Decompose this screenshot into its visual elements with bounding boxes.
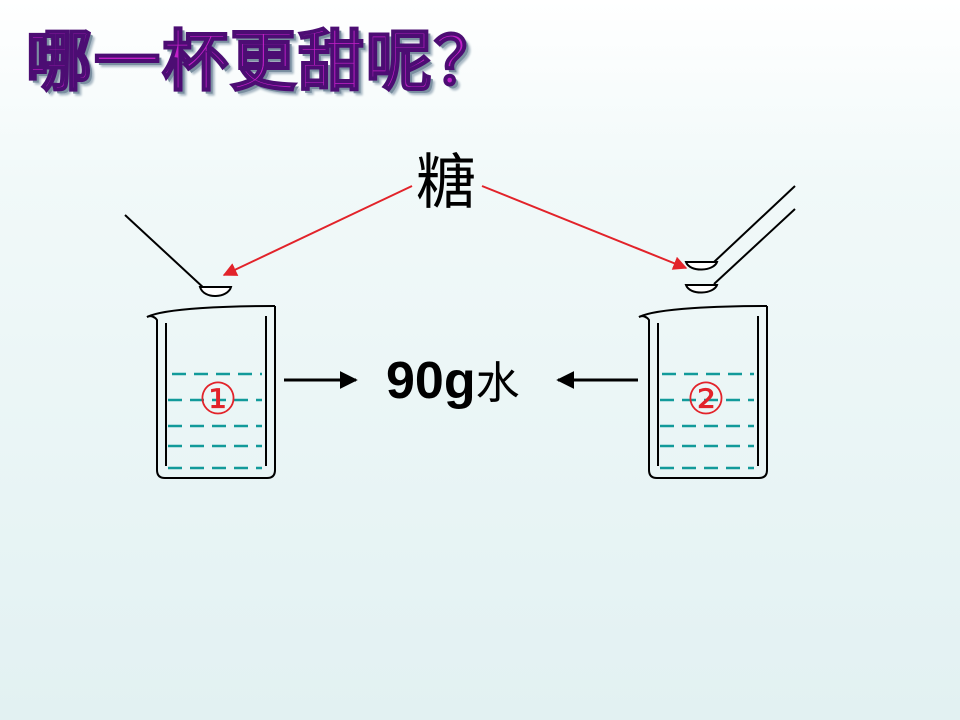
beaker-2-number: ② bbox=[686, 374, 725, 425]
water-unit: 水 bbox=[476, 358, 520, 409]
spoon-right bbox=[684, 185, 796, 294]
slide-title: 哪一杯更甜呢？ bbox=[25, 22, 502, 101]
sugar-arrow-right bbox=[481, 185, 688, 270]
spoon-left bbox=[124, 214, 233, 297]
sugar-arrow-left bbox=[222, 185, 413, 276]
sugar-label: 糖 bbox=[416, 148, 476, 218]
water-label: 90g水 bbox=[386, 352, 520, 410]
water-amount: 90g bbox=[386, 352, 476, 410]
beaker-1: ① bbox=[146, 305, 276, 479]
beaker-2: ② bbox=[638, 305, 768, 479]
beaker-1-number: ① bbox=[198, 374, 237, 425]
water-1 bbox=[168, 372, 262, 470]
water-2 bbox=[660, 372, 754, 470]
